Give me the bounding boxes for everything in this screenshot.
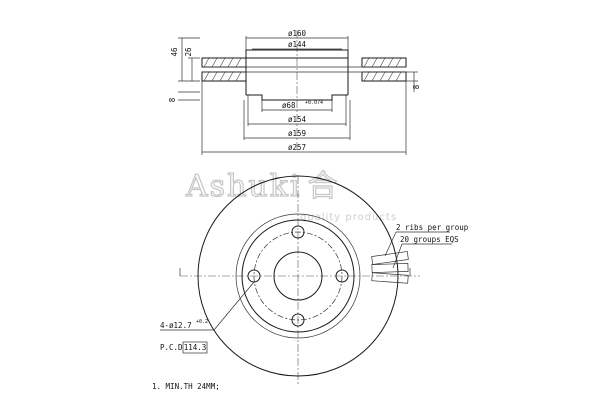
center-bore	[273, 251, 323, 301]
dim-d159: ø159	[288, 129, 306, 138]
bolt-hole-top	[291, 225, 305, 239]
rib-detail	[371, 251, 409, 284]
dim-d160: ø160	[288, 29, 307, 38]
pcd-value: 114.3	[184, 343, 207, 352]
hub-face	[246, 94, 348, 101]
dim-d257: ø257	[288, 143, 306, 152]
holes-tolerance: +0.2	[196, 319, 208, 325]
pcd-value-box	[182, 341, 208, 354]
annotations: 2 ribs per group 20 groups EQS 4-ø12.7 +…	[152, 223, 469, 391]
dim-thickness-total: 46	[170, 47, 179, 57]
bolt-hole-right	[335, 269, 349, 283]
ribs-leader-2	[392, 243, 403, 269]
friction-ring-inner	[235, 213, 361, 339]
side-view: 46 26 8 8 ø160 ø144 ø68 +0.074 ø154 ø159	[168, 29, 421, 155]
dim-d154: ø154	[288, 115, 307, 124]
ribs-note-line1: 2 ribs per group	[396, 223, 469, 232]
bolt-hole-bottom	[291, 313, 305, 327]
front-view	[160, 175, 452, 384]
ribs-leader-1	[384, 231, 397, 257]
dim-thickness-flange: 26	[184, 47, 193, 57]
brand-mark: 合	[307, 169, 339, 204]
hat-walls	[245, 58, 349, 95]
disc-outer-edge	[197, 175, 399, 377]
dim-thickness-hub: 8	[168, 97, 177, 102]
min-thickness-note: 1. MIN.TH 24MM;	[152, 382, 220, 391]
dim-d68-tolerance: +0.074	[305, 100, 323, 106]
holes-leader	[213, 281, 255, 331]
dim-thickness-hub-right: 8	[412, 84, 421, 89]
dim-d68: ø68	[282, 101, 296, 110]
brand-tagline: quality products	[300, 212, 397, 223]
right-hatch	[363, 57, 402, 82]
brand-name: Ashuki	[185, 169, 301, 204]
ribs-note-line2: 20 groups EQS	[400, 235, 459, 244]
left-hatch	[203, 57, 242, 82]
holes-note: 4-ø12.7	[160, 321, 192, 330]
pcd-label: P.C.D	[160, 343, 183, 352]
dim-d144: ø144	[288, 40, 307, 49]
pcd-circle	[253, 231, 343, 321]
hat-outer	[241, 219, 355, 333]
